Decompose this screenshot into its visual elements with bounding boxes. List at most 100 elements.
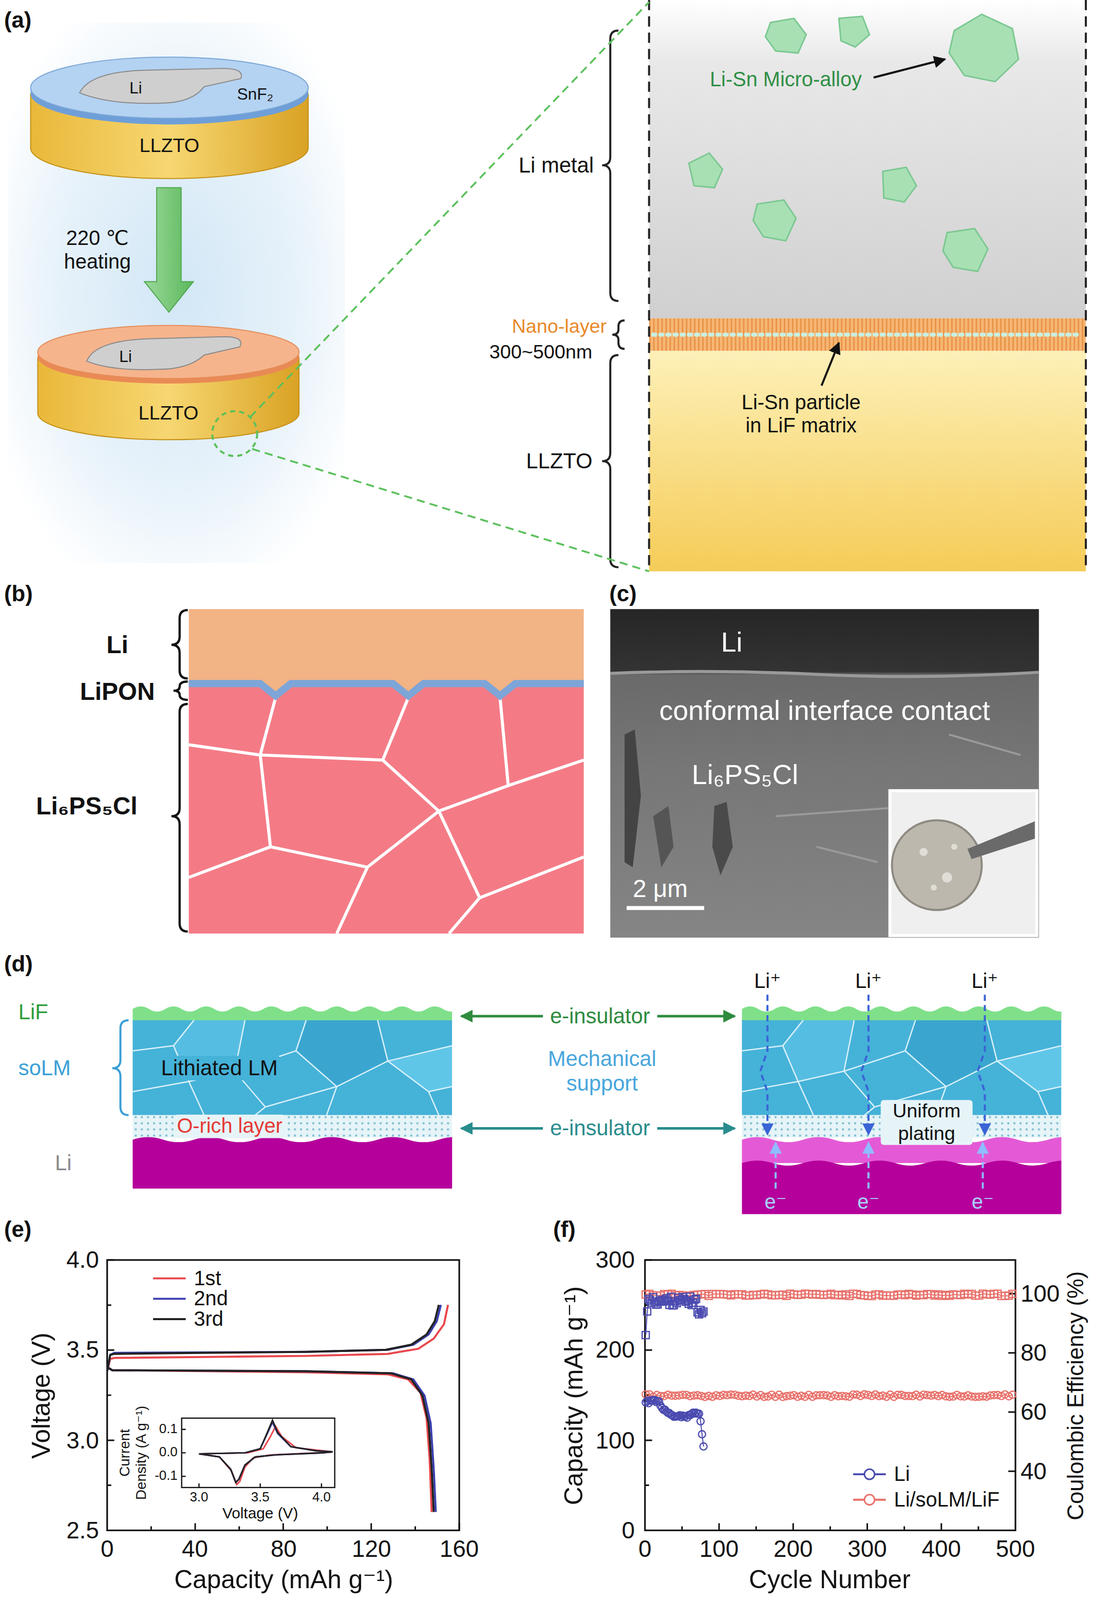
legend-sample bbox=[853, 1495, 887, 1506]
panel-d-drawing bbox=[775, 1142, 983, 1189]
layer-label: Li bbox=[106, 630, 128, 659]
panel-f-chart bbox=[642, 1260, 1016, 1532]
panel-a-drawing bbox=[648, 0, 651, 572]
panel-a-drawing bbox=[8, 0, 1086, 572]
ion-label: Li⁺ bbox=[855, 970, 882, 994]
disk-label: Li bbox=[129, 79, 143, 99]
panel-b-drawing bbox=[189, 681, 584, 934]
axis-tick: 0.0 bbox=[159, 1445, 178, 1462]
panel-e-chart bbox=[198, 1422, 333, 1483]
ion-label: Li⁺ bbox=[971, 970, 998, 994]
panel-d-drawing bbox=[132, 1006, 460, 1138]
axis-tick: 100 bbox=[595, 1427, 635, 1455]
image-label: Li₆PS₅Cl bbox=[691, 759, 799, 792]
panel-a-drawing bbox=[752, 199, 796, 241]
axis-tick: 3.5 bbox=[66, 1336, 100, 1364]
panel-d-drawing bbox=[657, 1014, 736, 1018]
data-markers bbox=[642, 1290, 1016, 1451]
panel-b-drawing bbox=[171, 610, 188, 932]
annotation: e-insulator bbox=[550, 1116, 651, 1142]
axis-tick: 200 bbox=[773, 1535, 813, 1563]
panel-a-drawing bbox=[8, 22, 346, 564]
data-series bbox=[642, 1396, 707, 1450]
disk-drawing bbox=[28, 55, 311, 184]
panel-a-drawing bbox=[601, 30, 625, 568]
image-label: Li bbox=[721, 627, 743, 659]
panel-e-chart bbox=[107, 1260, 460, 1532]
axis-tick: 4.0 bbox=[66, 1247, 100, 1275]
panel-d-drawing bbox=[867, 1142, 870, 1189]
data-marker bbox=[1008, 1391, 1016, 1399]
particle-label: Li-Sn particle in LiF matrix bbox=[736, 390, 867, 438]
panel-e-chart bbox=[107, 1260, 460, 1532]
panel-a-drawing bbox=[649, 0, 1086, 319]
layer-label: Nano-layer bbox=[512, 315, 608, 338]
panel-c-sem-image bbox=[653, 806, 674, 868]
disk-label: LLZTO bbox=[139, 134, 200, 157]
panel-e-chart bbox=[107, 1305, 440, 1372]
legend-text: 2nd bbox=[194, 1287, 229, 1312]
layer-label: O-rich layer bbox=[173, 1115, 286, 1139]
disk-drawing bbox=[30, 57, 309, 119]
data-marker bbox=[1008, 1290, 1016, 1298]
panel-a-drawing bbox=[688, 14, 1019, 272]
data-marker bbox=[696, 1418, 705, 1426]
panel-b-drawing bbox=[336, 867, 368, 934]
axis-tick: 3.5 bbox=[251, 1490, 270, 1506]
dimension-label: 300~500nm bbox=[489, 341, 593, 364]
panel-d-drawing bbox=[657, 1127, 736, 1130]
axis-tick: 200 bbox=[595, 1336, 635, 1364]
edge-label: 220 ℃ heating bbox=[56, 226, 139, 274]
disk-label: SnF₂ bbox=[236, 85, 274, 105]
panel-c-sem-image bbox=[967, 821, 1035, 860]
panel-d-drawing bbox=[461, 1127, 543, 1130]
axis-tick: 40 bbox=[1020, 1458, 1047, 1486]
sample-disk: Li SnF₂ LLZTO bbox=[28, 55, 311, 184]
axis-title: Capacity (mAh g⁻¹) bbox=[174, 1565, 393, 1595]
panel-a-drawing bbox=[882, 167, 917, 203]
panel-c-sem-image bbox=[919, 847, 928, 857]
disk-label: LLZTO bbox=[138, 402, 199, 425]
panel-a-drawing bbox=[838, 16, 870, 48]
panel-a-drawing bbox=[949, 14, 1019, 82]
panel-a-drawing bbox=[821, 343, 839, 386]
data-series bbox=[642, 1293, 707, 1340]
legend bbox=[153, 1278, 887, 1506]
panel-b-drawing bbox=[171, 704, 188, 932]
process-arrow bbox=[144, 187, 194, 313]
ion-label: Li⁺ bbox=[754, 970, 781, 994]
panel-label: (f) bbox=[553, 1216, 576, 1243]
electron-label: e⁻ bbox=[764, 1190, 787, 1215]
axis-tick: 500 bbox=[995, 1535, 1035, 1563]
axis-tick: 0 bbox=[100, 1535, 114, 1563]
axis-tick: 80 bbox=[1020, 1339, 1047, 1367]
axis-title: Cycle Number bbox=[748, 1565, 911, 1595]
panel-f-chart bbox=[645, 1260, 1016, 1532]
panel-e-chart bbox=[107, 1305, 442, 1372]
axis-tick: 60 bbox=[1020, 1399, 1047, 1427]
legend-marker bbox=[864, 1495, 875, 1506]
axis-title: Capacity (mAh g⁻¹) bbox=[558, 1286, 589, 1506]
axis-tick: 40 bbox=[181, 1535, 209, 1563]
legend-sample bbox=[153, 1318, 186, 1321]
panel-d-drawing bbox=[112, 994, 1088, 1225]
axis-title: Current Density (A g⁻¹) bbox=[116, 1404, 149, 1503]
data-series bbox=[642, 1390, 1016, 1401]
data-marker bbox=[695, 1410, 703, 1418]
panel-c-sem-image bbox=[890, 790, 1038, 936]
legend-sample bbox=[853, 1469, 887, 1480]
panel-d-drawing bbox=[977, 994, 985, 1135]
legend-line bbox=[153, 1318, 186, 1321]
panel-c-sem-image bbox=[712, 802, 733, 876]
panel-label: (b) bbox=[4, 580, 33, 607]
panel-a-drawing bbox=[653, 332, 1083, 337]
layer-label: Li₆PS₅Cl bbox=[35, 792, 138, 821]
axis-tick: 80 bbox=[270, 1535, 297, 1563]
panel-label: (d) bbox=[4, 951, 33, 978]
panel-b-drawing bbox=[189, 698, 584, 934]
axis-tick: -0.1 bbox=[154, 1468, 178, 1485]
panel-a-drawing bbox=[1084, 0, 1087, 572]
panel-c-sem-image bbox=[626, 906, 705, 911]
disk-drawing bbox=[86, 336, 241, 370]
layer-label: Lithiated LM bbox=[158, 1056, 281, 1081]
